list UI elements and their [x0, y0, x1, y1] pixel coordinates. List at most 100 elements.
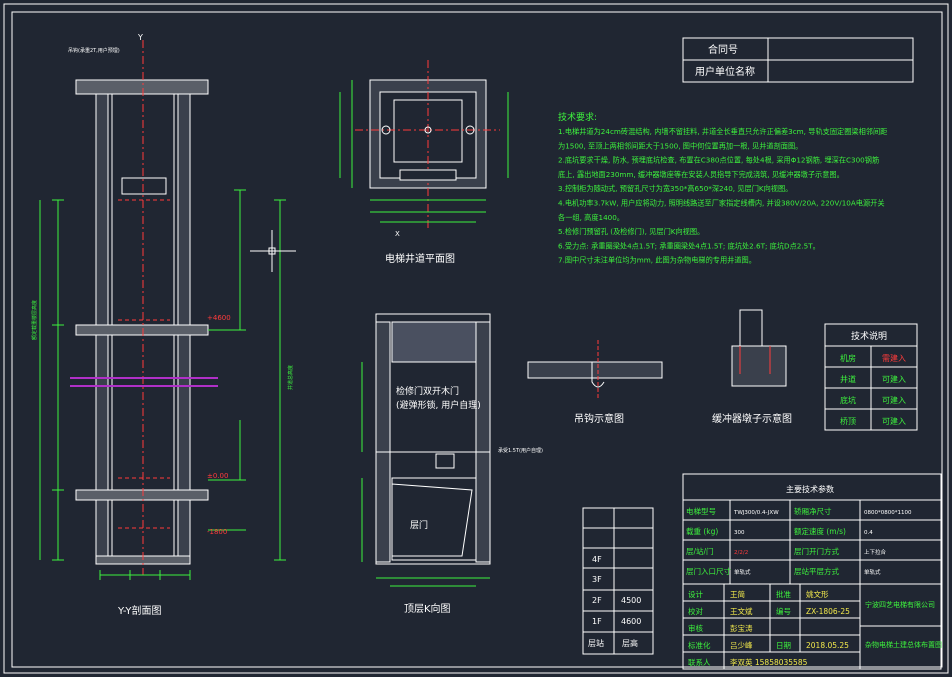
plan-opening [399, 169, 457, 181]
buffer-diagram[interactable]: 缓冲器墩子示意图 [712, 309, 792, 425]
note-line: 5.检修门预留孔 (及检修门), 见层门K向视图。 [558, 227, 704, 236]
title-label: 批准 [776, 589, 791, 599]
note-line: 3.控制柜为随动式, 预留孔尺寸为宽350*高650*深240, 见层门K向视图… [558, 184, 792, 193]
floor-frame [582, 507, 654, 633]
cursor-crosshair [250, 230, 296, 272]
floor-1: 3F [592, 575, 602, 584]
title-label: 联系人 [688, 657, 711, 667]
scope-title: 技术说明 [851, 330, 887, 342]
params-table[interactable]: 主要技术参数 电梯型号 TWJ300/0.4-JXW 轿厢净尺寸 0800*0800*… [682, 473, 942, 585]
access-door-text: 检修门双开木门 [396, 385, 459, 397]
param-label: 层门入口尺寸 [686, 566, 731, 576]
customer-label: 用户单位名称 [695, 65, 755, 78]
right-dim-text: 井道总高度 [287, 365, 294, 390]
title-value: 2018.05.25 [806, 641, 849, 650]
title-value: 王简 [730, 589, 745, 599]
contract-box[interactable]: 合同号 用户单位名称 [682, 37, 914, 83]
floor-2: 2F [592, 596, 602, 605]
plan-rail-left [381, 125, 391, 135]
hook-shape [591, 362, 605, 388]
elevation-top: +4600 [207, 314, 231, 322]
elevation-pit: -1800 [207, 528, 227, 536]
section-label: Y-Y剖面图 [117, 604, 161, 617]
section-mid-slab [75, 324, 209, 336]
landing-door-text: 层门 [410, 519, 428, 531]
section-view[interactable]: Y +4600 ±0.00 -1800 吊钩(承重2T,用户预埋) 额定载重楼层… [31, 33, 296, 617]
scope-table[interactable]: 技术说明 机房 需建入 井道 可建入 底坑 可建入 桥顶 可建入 [824, 323, 918, 431]
title-label: 编号 [776, 606, 791, 616]
technical-notes: 技术要求: 1.电梯井道为24cm砖混结构, 内墙不留挂料, 井道全长垂直只允许… [558, 111, 887, 265]
topk-wall-right [475, 321, 491, 563]
param-value: TWJ300/0.4-JXW [733, 510, 779, 516]
buffer-pit [731, 345, 787, 387]
floor-4: 层站 [588, 638, 604, 648]
buffer-spring [739, 309, 763, 347]
param-value: 2/2/2 [734, 550, 748, 556]
param-label: 层门开门方式 [794, 546, 839, 556]
floor-frame-bottom [582, 631, 654, 655]
topk-label: 顶层K向图 [404, 602, 451, 615]
floor-3: 1F [592, 617, 602, 626]
section-car [121, 177, 167, 195]
plan-x-marker: X [395, 230, 400, 238]
scope-value-3: 可建入 [882, 416, 906, 426]
drawing-title: 杂物电梯土建总体布置图 [865, 640, 942, 649]
scope-value-0: 需建入 [882, 353, 906, 363]
param-label: 额定速度 (m/s) [794, 526, 846, 536]
title-label: 校对 [688, 606, 703, 616]
param-label: 轿厢净尺寸 [794, 506, 832, 516]
elevation-floor: ±0.00 [207, 472, 228, 480]
hook-slab [527, 361, 663, 379]
param-label: 载重 (kg) [686, 526, 718, 536]
notes-title: 技术要求: [558, 111, 597, 123]
param-value: 单轨式 [734, 568, 751, 576]
plan-center [424, 126, 432, 134]
scope-value-2: 可建入 [882, 395, 906, 405]
title-value: 吕少峰 [730, 640, 753, 650]
param-value: 300 [734, 530, 745, 536]
section-dim-ticks [52, 189, 286, 580]
topk-controller [435, 453, 455, 469]
top-k-view[interactable]: 检修门双开木门 (避弹形锁, 用户自理) 层门 承受1.5T(用户自理) 顶层K… [361, 313, 543, 615]
plan-view[interactable]: 电梯井道平面图 X [339, 60, 509, 265]
scope-value-1: 可建入 [882, 374, 906, 384]
topk-dims [361, 362, 490, 587]
note-line: 7.图中尺寸未注单位均为mm, 此图为杂物电梯的专用井道图。 [558, 256, 756, 265]
scope-item-2: 底坑 [840, 395, 856, 405]
topk-door-panel [391, 483, 473, 557]
section-top-slab [75, 79, 209, 95]
param-label: 电梯型号 [686, 506, 716, 516]
scope-item-1: 井道 [840, 374, 856, 384]
title-value: 王文斌 [730, 606, 753, 616]
title-value: 彭宝涛 [730, 623, 753, 633]
param-value: 单轨式 [864, 568, 881, 576]
hook-diagram[interactable]: 吊钩示意图 [527, 340, 663, 425]
floor-table[interactable]: 4F 3F 2F 4500 1F 4600 层站 层高 [582, 507, 654, 655]
plan-rail-right [465, 125, 475, 135]
contract-no-label: 合同号 [708, 43, 738, 56]
section-low-slab [75, 489, 209, 501]
param-value: 0.4 [864, 530, 873, 536]
scope-item-0: 机房 [840, 353, 856, 363]
plan-dims [339, 80, 509, 223]
scope-item-3: 桥顶 [840, 416, 856, 426]
params-title: 主要技术参数 [786, 484, 834, 494]
note-line: 6.受力点: 承重圈梁处4点1.5T; 承重圈梁处4点1.5T; 底坑处2.6T… [558, 241, 820, 250]
notes-lines: 1.电梯井道为24cm砖混结构, 内墙不留挂料, 井道全长垂直只允许正偏差3cm… [558, 127, 887, 265]
buffer-label: 缓冲器墩子示意图 [712, 412, 792, 425]
plan-mark-x: 电梯井道平面图 [385, 252, 455, 265]
title-label: 日期 [776, 641, 791, 650]
side-dim-text: 额定载重楼层高度 [31, 300, 38, 340]
drawing-frame [3, 3, 949, 674]
title-label: 审核 [688, 623, 703, 633]
hook-label: 吊钩示意图 [574, 412, 624, 425]
param-value: 0800*0800*1100 [864, 510, 912, 516]
note-line: 4.电机功率3.7kW, 用户应将动力, 照明线路送至厂家指定线槽内, 并设38… [558, 199, 885, 208]
title-value: ZX-1806-25 [806, 607, 850, 616]
section-mark-text: Y [137, 33, 143, 42]
floor-0: 4F [592, 555, 602, 564]
params-cells: 电梯型号 TWJ300/0.4-JXW 轿厢净尺寸 0800*0800*1100 载重 … [686, 506, 912, 576]
